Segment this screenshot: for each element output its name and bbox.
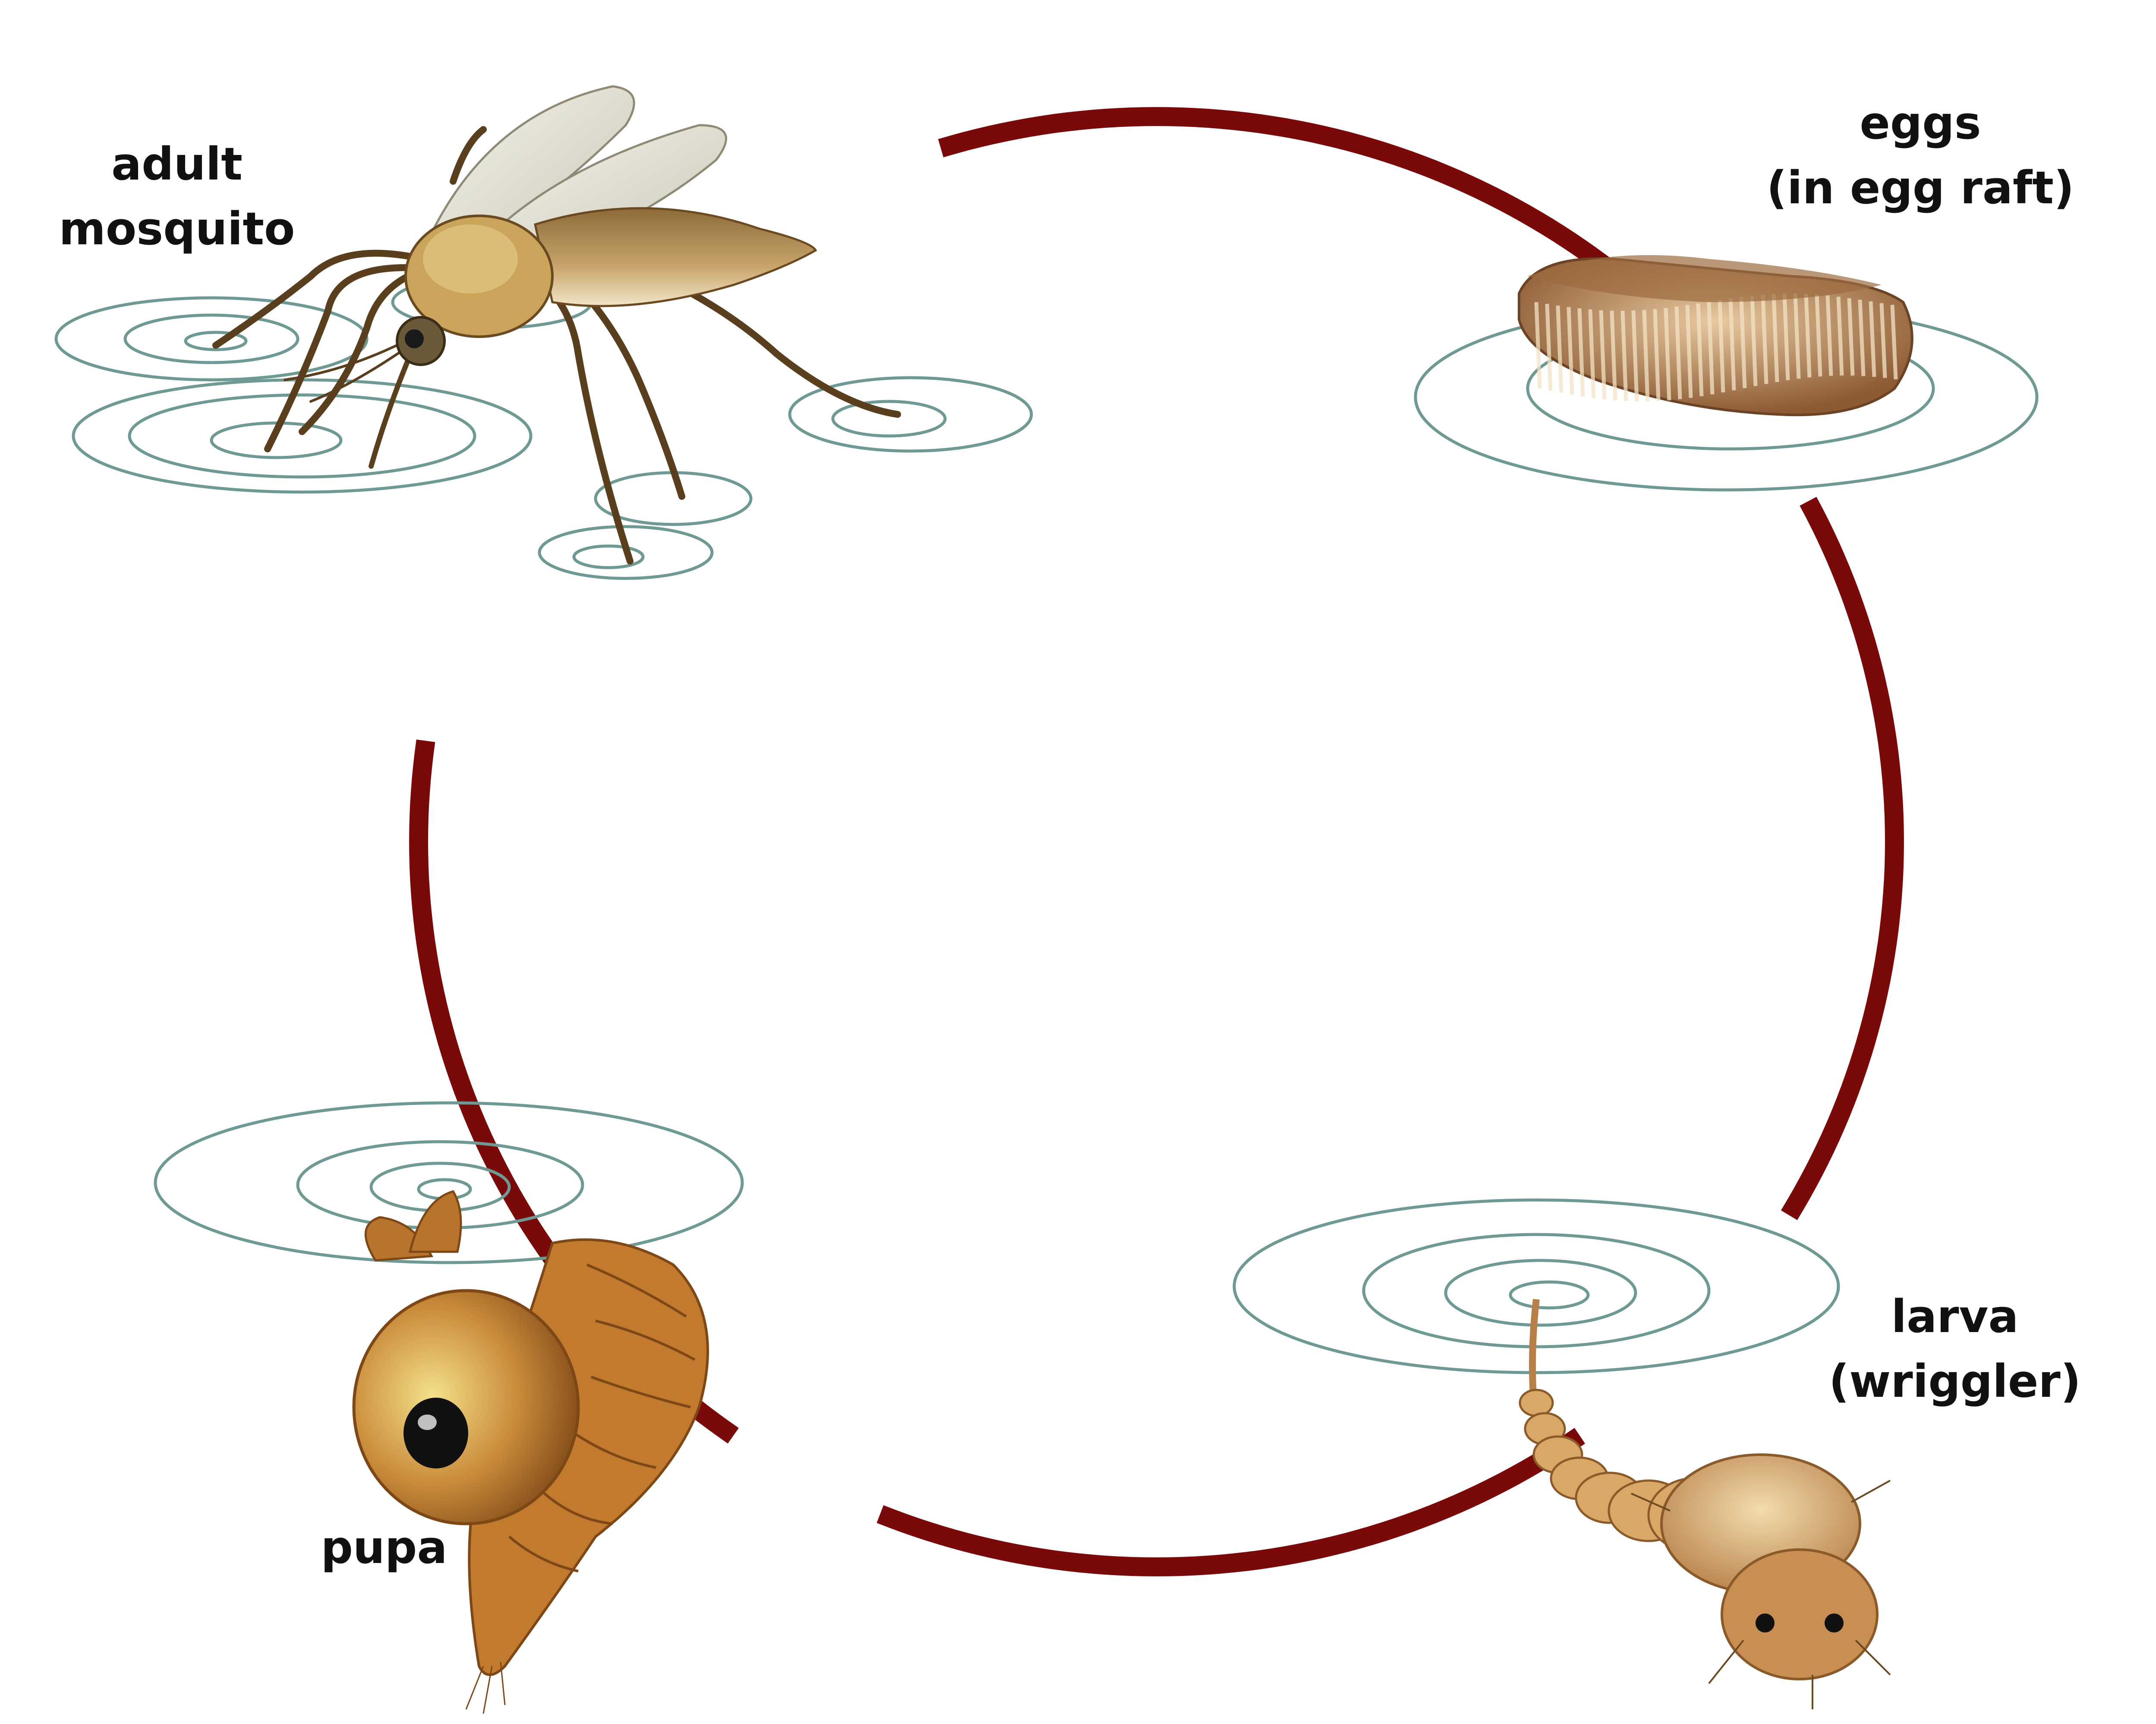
label-pupa-line-1: pupa [321,1521,448,1574]
ring-arc-adult-to-eggs [938,107,1637,294]
label-larva-line-1: larva [1891,1290,2019,1343]
label-pupa: pupa [285,1515,483,1580]
water-ripple-icon [54,275,2039,1374]
label-adult-mosquito: adult mosquito [26,132,328,261]
label-eggs: eggs (in egg raft) [1726,91,2115,220]
ring-arc-larva-to-pupa [876,1427,1585,1577]
pupa-icon [352,1190,709,1714]
adult-mosquito-icon [212,85,901,565]
label-larva: larva (wriggler) [1787,1284,2123,1414]
label-eggs-line-1: eggs [1860,97,1981,149]
larva-icon [1519,1299,1891,1709]
label-eggs-line-2: (in egg raft) [1766,161,2074,214]
label-adult-line-2: mosquito [59,202,295,255]
ring-arc-eggs-to-larva [1781,496,1904,1220]
egg-raft-icon [1518,255,1913,417]
label-adult-line-1: adult [111,138,243,190]
label-larva-line-2: (wriggler) [1828,1355,2081,1408]
